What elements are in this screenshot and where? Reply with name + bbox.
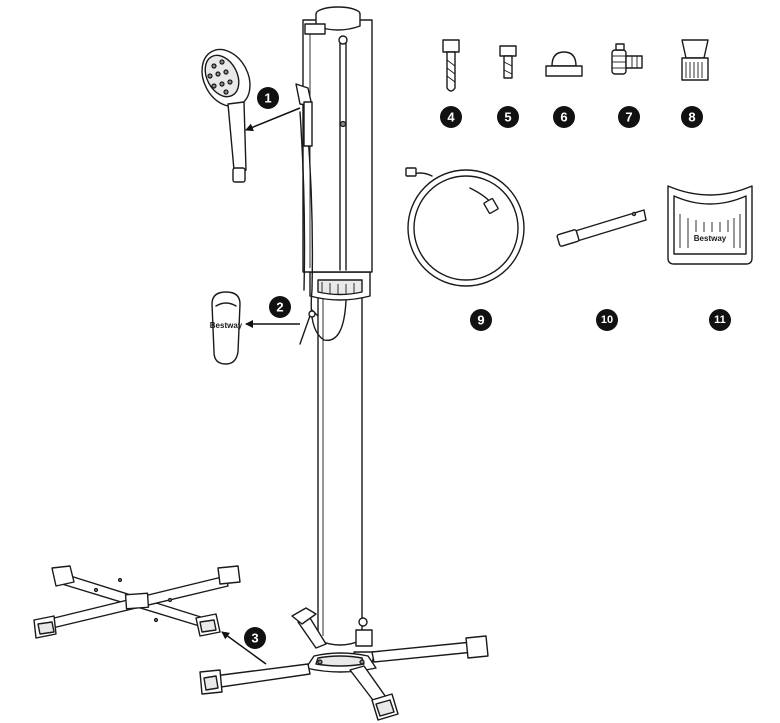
svg-text:1: 1	[264, 91, 271, 106]
callout-badge-10: 10	[596, 309, 618, 331]
mat-brand-label: Bestway	[694, 234, 727, 243]
part-bolt-long	[442, 39, 460, 92]
callout-badge-7: 7	[618, 106, 640, 128]
svg-text:8: 8	[688, 110, 695, 125]
support-rod	[556, 209, 647, 247]
svg-text:7: 7	[625, 110, 632, 125]
svg-text:6: 6	[560, 110, 567, 125]
valve-brand-label: Bestway	[210, 321, 243, 330]
svg-text:5: 5	[504, 110, 511, 125]
callout-badge-8: 8	[681, 106, 703, 128]
callout-badge-9: 9	[470, 309, 492, 331]
svg-text:2: 2	[276, 300, 283, 315]
coiled-hose	[405, 167, 525, 287]
callout-badge-4: 4	[440, 106, 462, 128]
svg-text:10: 10	[601, 314, 613, 326]
svg-text:9: 9	[477, 313, 484, 328]
solar-shower-unit	[295, 6, 375, 667]
stand-base-assembled	[199, 607, 489, 721]
part-end-cap	[545, 51, 583, 77]
svg-text:3: 3	[251, 631, 258, 646]
part-screw-short	[499, 45, 517, 79]
callout-badge-3: 3	[244, 627, 266, 649]
callout-badge-6: 6	[553, 106, 575, 128]
callout-badge-1: 1	[257, 87, 279, 109]
hand-shower-head	[201, 48, 251, 183]
callout-badge-11: 11	[709, 309, 731, 331]
cross-stand	[33, 565, 241, 639]
part-quick-coupler	[681, 39, 709, 81]
svg-text:4: 4	[447, 110, 455, 125]
arrow-3	[221, 631, 267, 665]
valve-handle: Bestway	[210, 291, 243, 365]
callout-arrows	[221, 107, 301, 665]
arrow-1	[245, 107, 301, 132]
svg-text:11: 11	[714, 314, 726, 326]
part-hose-connector	[611, 43, 643, 75]
callout-badge-2: 2	[269, 296, 291, 318]
base-mat: Bestway	[667, 185, 753, 265]
callout-badge-5: 5	[497, 106, 519, 128]
